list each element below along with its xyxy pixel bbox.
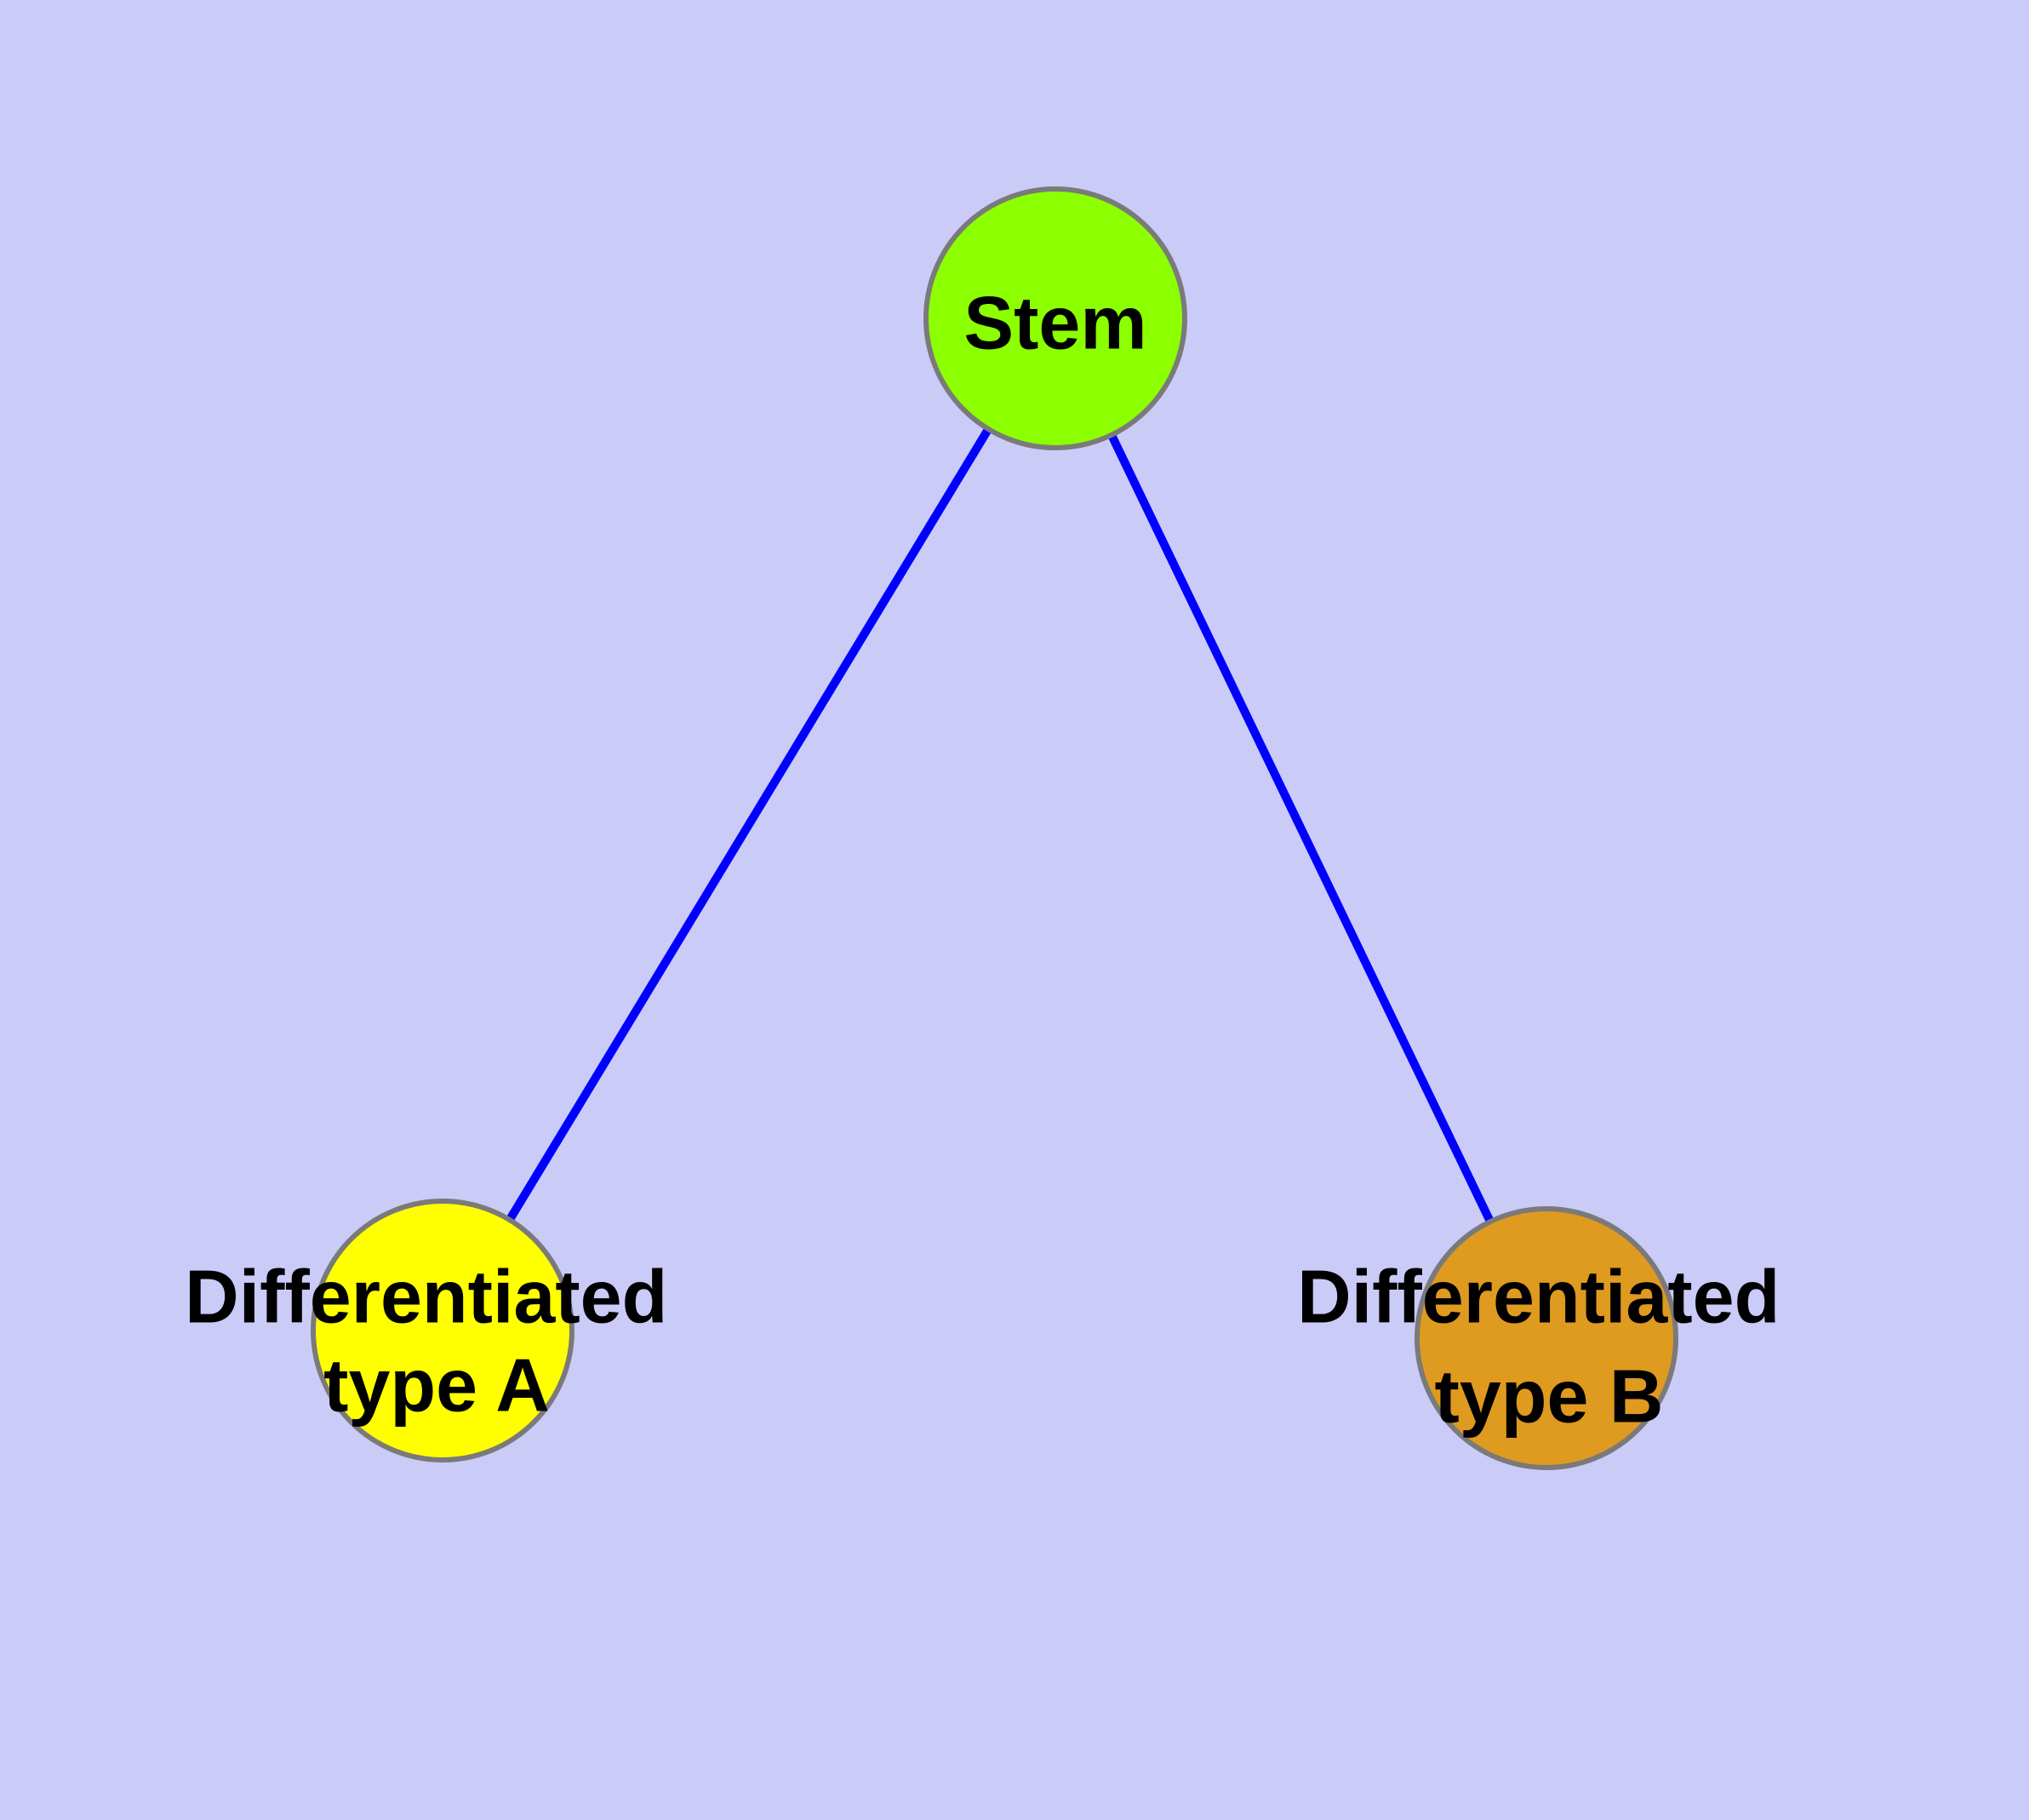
edge-stem-to-type-b — [1051, 316, 1551, 1341]
node-differentiated-type-b: Differentiated type B — [1297, 1206, 1801, 1470]
node-type-a-label: Differentiated type A — [185, 1228, 689, 1428]
node-type-a-label-line1: Differentiated — [185, 1255, 667, 1339]
node-type-a-label-line2: type A — [323, 1343, 550, 1428]
node-stem: Stem — [923, 186, 1187, 450]
node-differentiated-type-a: Differentiated type A — [185, 1199, 689, 1462]
node-type-b-label: Differentiated type B — [1297, 1228, 1801, 1439]
node-type-b-label-line2: type B — [1435, 1354, 1664, 1439]
node-stem-label: Stem — [963, 281, 1146, 365]
node-type-b-circle — [1415, 1206, 1678, 1470]
edge-stem-to-type-a — [438, 316, 1060, 1333]
node-type-a-circle — [311, 1199, 574, 1462]
node-type-b-label-line1: Differentiated — [1297, 1255, 1780, 1339]
node-stem-circle — [923, 186, 1187, 450]
